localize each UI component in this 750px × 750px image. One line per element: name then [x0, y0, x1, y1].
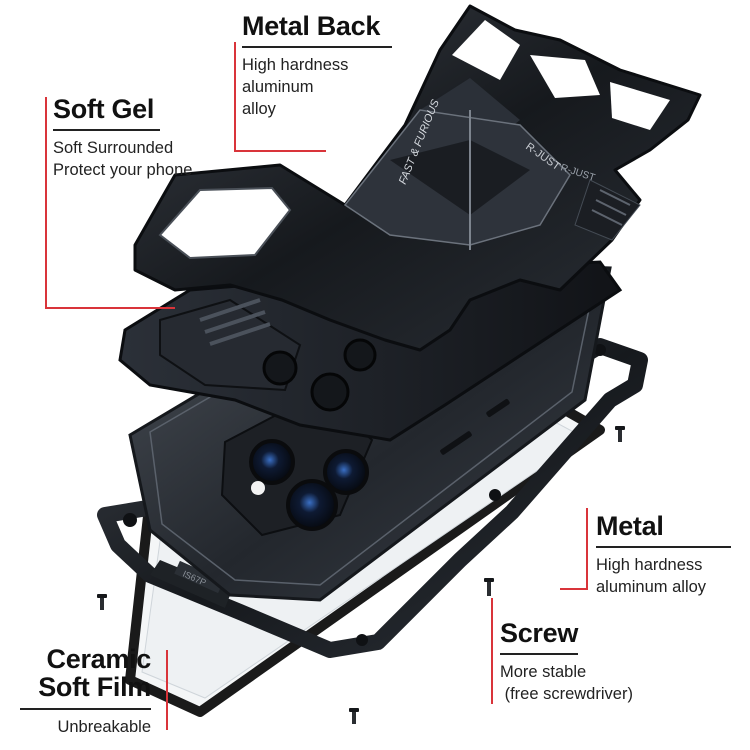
callout-ceramic-film-desc-1: Unbreakable [57, 717, 151, 736]
callout-metal-desc-1: High hardness [596, 556, 703, 575]
leader-line-metal [586, 508, 588, 590]
callout-metal-desc-2: aluminum alloy [596, 578, 707, 597]
leader-line-soft-gel-h [45, 307, 175, 309]
leader-line-metal-h [560, 588, 588, 590]
callout-ceramic-film-title-2: Soft Film [38, 672, 151, 703]
divider [20, 707, 151, 710]
callout-metal: Metal High hardness aluminum alloy [596, 512, 731, 599]
leader-line-ceramic [166, 650, 168, 730]
callout-screw: Screw More stable (free screwdriver) [500, 619, 660, 706]
callout-screw-desc-2: (free screwdriver) [500, 685, 633, 704]
soft-gel-case [118, 260, 623, 442]
callout-metal-back-desc-1: High hardness [242, 56, 349, 75]
screw-icon [484, 578, 494, 596]
callout-metal-back: Metal Back High hardness aluminum alloy [242, 12, 392, 121]
divider [596, 546, 731, 549]
callout-soft-gel-desc-2: Protect your phone [53, 161, 193, 180]
divider [242, 46, 392, 49]
callout-ceramic-film-title-1: Ceramic [46, 644, 152, 674]
leader-line-screw [491, 598, 493, 704]
divider [500, 653, 578, 656]
screw-icon [615, 426, 625, 442]
callout-metal-back-desc-3: alloy [242, 99, 276, 118]
callout-ceramic-film: Ceramic Soft Film Unbreakable [20, 645, 151, 738]
screw-icon [349, 708, 359, 724]
callout-screw-title: Screw [500, 618, 579, 648]
callout-screw-desc-1: More stable [500, 663, 587, 682]
leader-line-metal-back-h [234, 150, 326, 152]
callout-soft-gel: Soft Gel Soft Surrounded Protect your ph… [53, 95, 213, 182]
leader-line-metal-back [234, 42, 236, 152]
metal-back-plate: FAST & FURIOUS R-JUST R-JUST [133, 4, 702, 352]
leader-line-soft-gel [45, 97, 47, 309]
screw-icon [97, 594, 107, 610]
callout-metal-title: Metal [596, 511, 664, 541]
callout-soft-gel-desc-1: Soft Surrounded [53, 139, 174, 158]
callout-metal-back-desc-2: aluminum [242, 78, 314, 97]
callout-soft-gel-title: Soft Gel [53, 94, 155, 124]
callout-metal-back-title: Metal Back [242, 11, 381, 41]
divider [53, 129, 160, 132]
screws [97, 426, 625, 724]
